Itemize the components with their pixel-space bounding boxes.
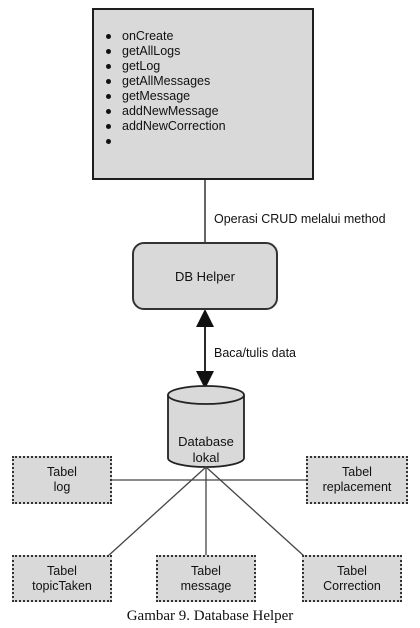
list-item: addNewCorrection [106,119,226,134]
list-item: getAllLogs [106,44,226,59]
crud-edge-label: Operasi CRUD melalui method [214,212,386,226]
table-correction-node: Tabel Correction [302,555,402,602]
bullet-icon [106,49,111,54]
list-item: getAllMessages [106,74,226,89]
db-helper-node: DB Helper [132,242,278,310]
table-replacement-node: Tabel replacement [306,456,408,504]
bullet-icon [106,79,111,84]
read-write-edge-label: Baca/tulis data [214,346,296,360]
list-item: getMessage [106,89,226,104]
list-item: addNewMessage [106,104,226,119]
db-helper-label: DB Helper [175,268,235,284]
table-relation-line [205,466,305,557]
bullet-icon [106,139,111,144]
bullet-icon [106,109,111,114]
figure-caption: Gambar 9. Database Helper [126,608,294,624]
list-item: onCreate [106,29,226,44]
table-message-node: Tabel message [156,555,256,602]
bullet-icon [106,64,111,69]
bullet-icon [106,124,111,129]
database-label: Database lokal [178,434,234,465]
table-log-node: Tabel log [12,456,112,504]
list-item: getLog [106,59,226,74]
bullet-icon [106,34,111,39]
bullet-icon [106,94,111,99]
table-relation-line [107,466,207,557]
methods-list: onCreate getAllLogs getLog getAllMessage… [106,29,226,149]
methods-list-box: onCreate getAllLogs getLog getAllMessage… [92,8,314,180]
list-item [106,134,226,149]
table-topictaken-node: Tabel topicTaken [12,555,112,602]
database-cylinder [167,385,245,468]
